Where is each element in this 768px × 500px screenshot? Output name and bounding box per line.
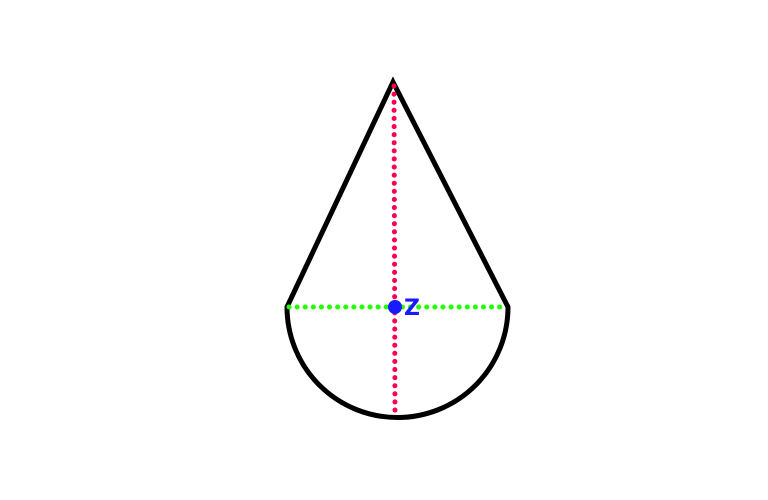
axis-line bbox=[391, 83, 398, 417]
cone-outline bbox=[284, 76, 511, 420]
center-point bbox=[388, 300, 402, 314]
center-label: Z bbox=[404, 296, 420, 321]
